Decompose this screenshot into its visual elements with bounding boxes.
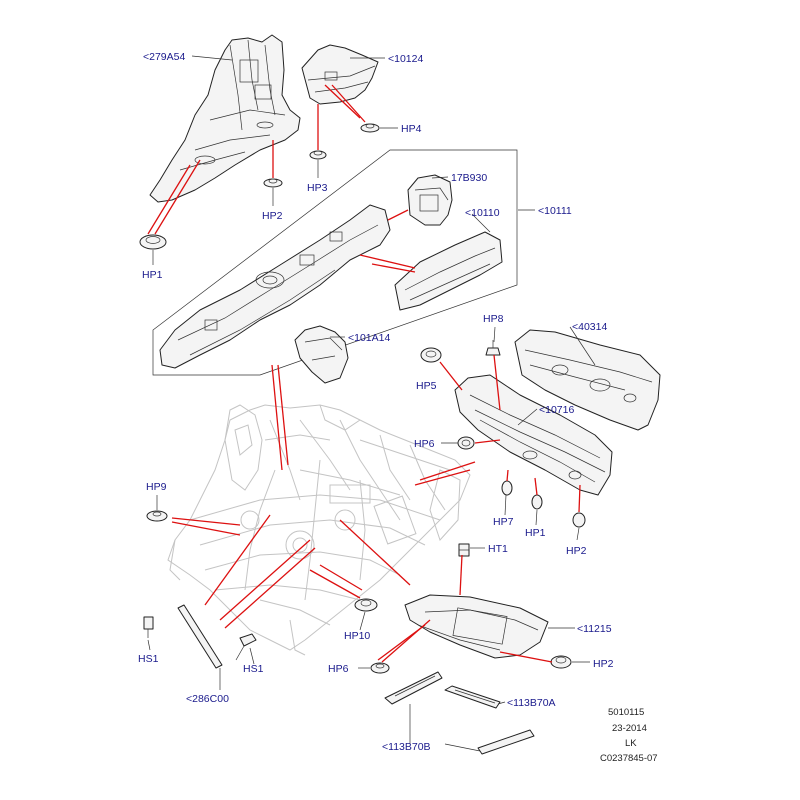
label-10716: <10716 xyxy=(539,404,574,416)
ref-image-code: C0237845-07 xyxy=(600,753,658,764)
ref-initials: LK xyxy=(625,738,637,749)
label-10110: <10110 xyxy=(465,207,500,219)
label-hp1-top: HP1 xyxy=(142,269,163,281)
label-113B70B: <113B70B xyxy=(382,741,431,753)
label-hp6-mid: HP6 xyxy=(414,438,435,450)
plug-hp2-top xyxy=(263,178,283,188)
ref-date: 23-2014 xyxy=(612,723,647,734)
label-ht1: HT1 xyxy=(488,543,508,555)
plug-hp6-bottom xyxy=(370,662,390,674)
label-11215: <11215 xyxy=(577,623,612,635)
plug-hp5 xyxy=(420,347,442,363)
rail-113B70B-lower xyxy=(477,729,535,755)
plug-hp8 xyxy=(485,340,501,356)
rail-113B70B xyxy=(384,671,443,705)
label-hp7: HP7 xyxy=(493,516,514,528)
brace-286C00 xyxy=(177,604,223,669)
highlight-leaders xyxy=(147,84,581,663)
reference-info: 5010115 23-2014 LK C0237845-07 xyxy=(600,707,658,764)
label-hp2-right: HP2 xyxy=(566,545,587,557)
label-hp2-top: HP2 xyxy=(262,210,283,222)
label-hp6-bottom: HP6 xyxy=(328,663,349,675)
screw-hs1-left xyxy=(143,616,154,638)
ref-number: 5010115 xyxy=(608,707,644,718)
panel-40314 xyxy=(514,329,661,431)
label-hp2-bottom: HP2 xyxy=(593,658,614,670)
plug-hp4 xyxy=(360,123,380,133)
panel-10124 xyxy=(301,44,379,105)
plug-hp9 xyxy=(146,510,168,522)
frame-group-10111 xyxy=(152,149,518,376)
label-hs1-right: HS1 xyxy=(243,663,264,675)
label-113B70A: <113B70A xyxy=(507,697,556,709)
fastener-ht1 xyxy=(458,543,470,557)
plug-hp2-bottom xyxy=(550,655,572,669)
plug-hp1-top xyxy=(139,234,167,250)
underbody-assembly-ghost xyxy=(167,404,471,656)
plug-hp6-mid xyxy=(457,436,475,450)
pillar-panel-279A54 xyxy=(149,34,301,203)
bracket-101A14 xyxy=(294,325,349,384)
label-hp8: HP8 xyxy=(483,313,504,325)
plug-hp10 xyxy=(354,598,378,612)
crossmember-10716 xyxy=(454,374,613,496)
label-hp1-right: HP1 xyxy=(525,527,546,539)
part-labels: <279A54 <10124 HP4 HP3 HP2 HP1 17B930 <1… xyxy=(138,51,614,753)
screw-hs1-right xyxy=(235,633,257,661)
floor-pan-11215 xyxy=(404,594,549,659)
label-101A14: <101A14 xyxy=(348,332,390,344)
plug-hp7 xyxy=(501,480,513,496)
label-hp4: HP4 xyxy=(401,123,422,135)
rail-113B70A xyxy=(444,685,501,709)
label-10124: <10124 xyxy=(388,53,423,65)
label-hp3: HP3 xyxy=(307,182,328,194)
label-286C00: <286C00 xyxy=(186,693,229,705)
plug-hp1-right xyxy=(531,494,543,510)
label-hp5: HP5 xyxy=(416,380,437,392)
label-40314: <40314 xyxy=(572,321,607,333)
label-10111: <10111 xyxy=(538,205,572,217)
plug-hp3 xyxy=(309,150,327,160)
label-hp9: HP9 xyxy=(146,481,167,493)
leader-lines xyxy=(147,55,596,752)
label-17B930: 17B930 xyxy=(451,172,487,184)
plug-hp2-right xyxy=(572,512,586,528)
label-hp10: HP10 xyxy=(344,630,370,642)
label-279A54: <279A54 xyxy=(143,51,185,63)
label-hs1-left: HS1 xyxy=(138,653,159,665)
